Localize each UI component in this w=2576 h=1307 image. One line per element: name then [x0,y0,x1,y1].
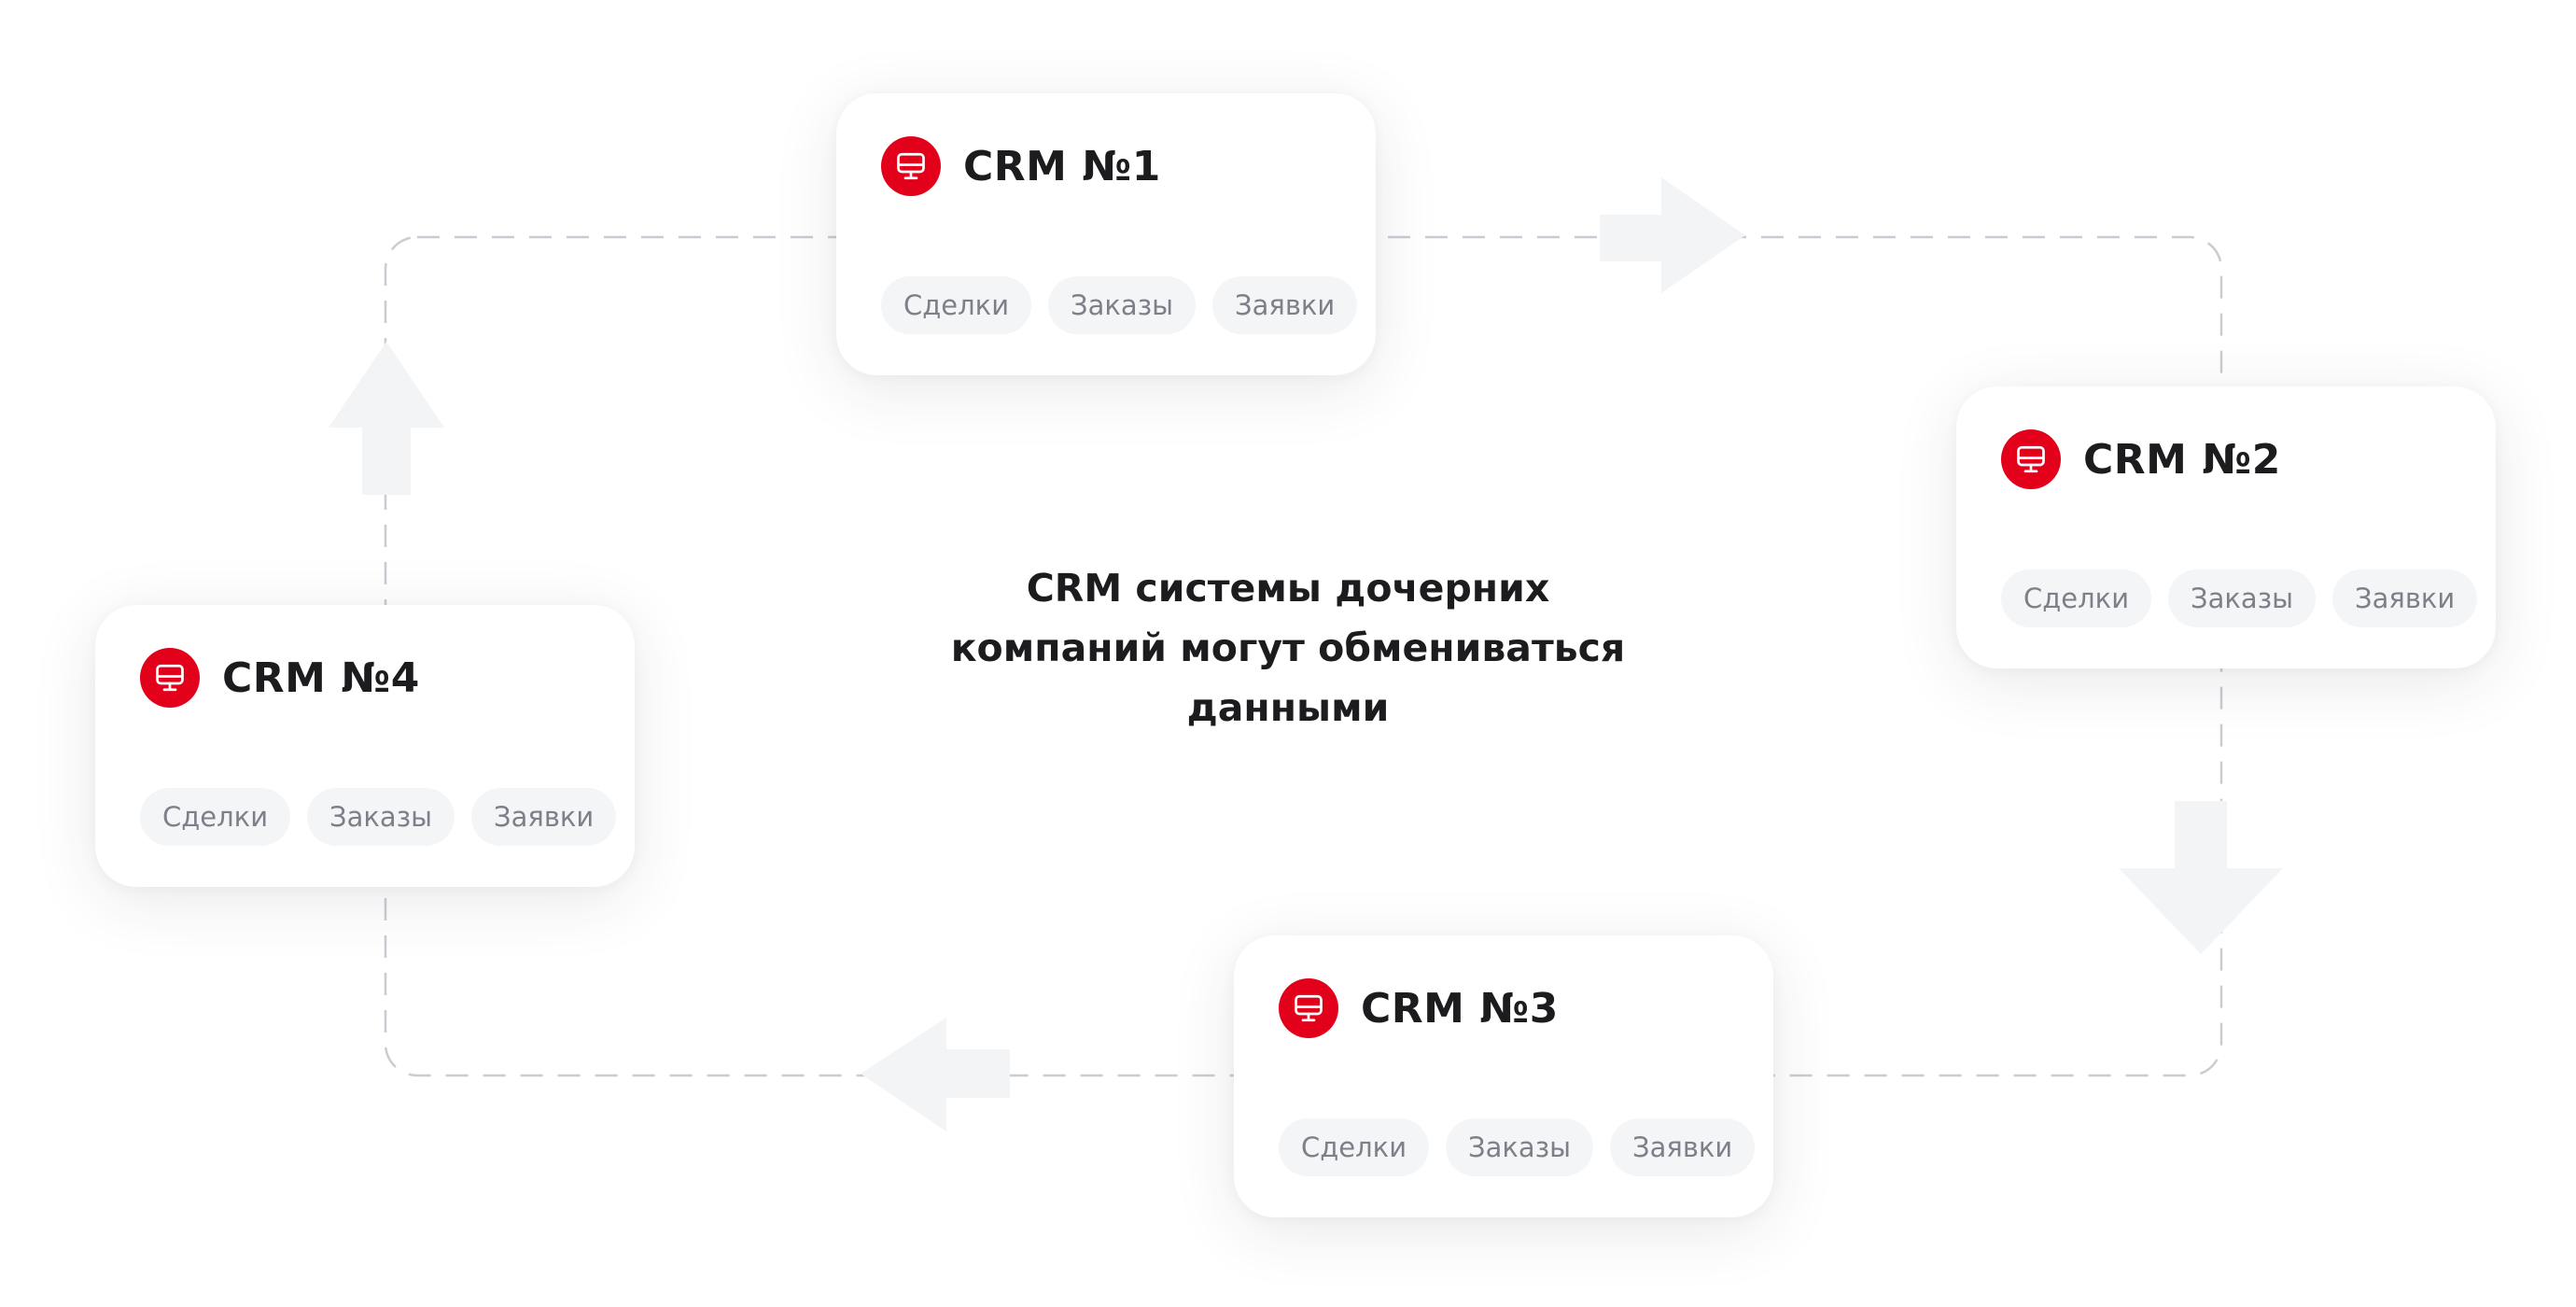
center-caption-line: данными [1186,685,1390,730]
crm-card-header: CRM №2 [2001,429,2281,489]
tag-orders: Заказы [2168,569,2317,627]
arrow-down-icon [2119,801,2283,954]
monitor-icon [140,648,200,708]
monitor-icon [1279,978,1338,1038]
crm-card-title: CRM №1 [963,142,1161,190]
crm-card-tags: Сделки Заказы Заявки [2001,569,2478,627]
center-caption-line: компаний могут обмениваться [950,625,1626,670]
tag-requests: Заявки [2332,569,2478,627]
center-caption: CRM системы дочерних компаний могут обме… [915,558,1661,738]
crm-card-header: CRM №1 [881,136,1161,196]
tag-deals: Сделки [1279,1118,1430,1176]
crm-card-1: CRM №1 Сделки Заказы Заявки [836,93,1376,375]
tag-orders: Заказы [1446,1118,1594,1176]
tag-requests: Заявки [471,788,617,846]
crm-card-tags: Сделки Заказы Заявки [1279,1118,1756,1176]
crm-card-tags: Сделки Заказы Заявки [140,788,617,846]
crm-card-title: CRM №3 [1361,984,1559,1033]
tag-orders: Заказы [307,788,455,846]
crm-card-title: CRM №4 [222,654,420,702]
tag-requests: Заявки [1610,1118,1756,1176]
center-caption-line: CRM системы дочерних [1026,566,1550,611]
monitor-icon [881,136,941,196]
arrow-up-icon [329,342,444,495]
crm-card-header: CRM №4 [140,648,420,708]
tag-deals: Сделки [140,788,291,846]
tag-orders: Заказы [1048,276,1197,334]
crm-card-3: CRM №3 Сделки Заказы Заявки [1234,935,1773,1217]
monitor-icon [2001,429,2061,489]
crm-card-header: CRM №3 [1279,978,1559,1038]
arrow-right-icon [1600,177,1745,293]
tag-requests: Заявки [1212,276,1358,334]
crm-card-tags: Сделки Заказы Заявки [881,276,1358,334]
tag-deals: Сделки [2001,569,2152,627]
arrow-left-icon [861,1018,1010,1131]
crm-card-title: CRM №2 [2083,435,2281,484]
tag-deals: Сделки [881,276,1032,334]
crm-card-4: CRM №4 Сделки Заказы Заявки [95,605,635,887]
crm-card-2: CRM №2 Сделки Заказы Заявки [1956,386,2496,668]
